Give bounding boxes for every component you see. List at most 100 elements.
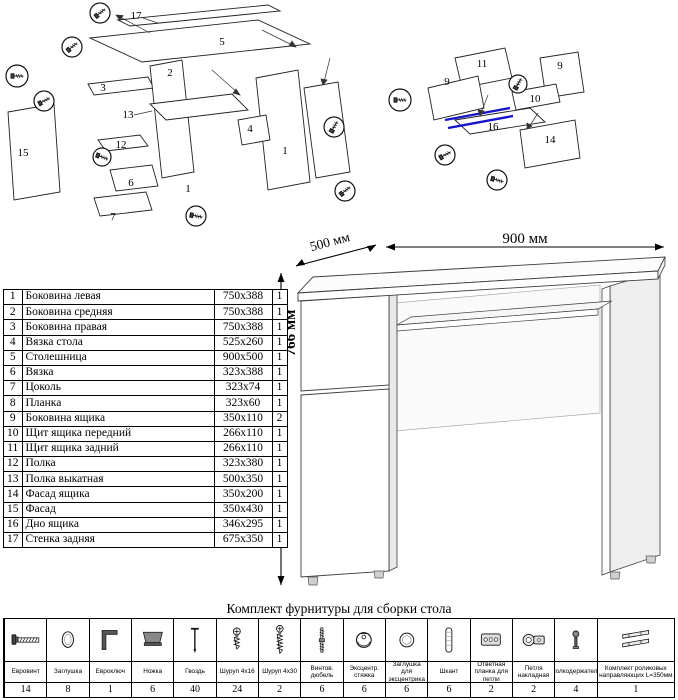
desk-top-side-edge (657, 256, 666, 280)
table-row: 8 Планка 323x60 1 (3, 395, 288, 412)
table-row: 1 Боковина левая 750x388 1 (3, 288, 288, 306)
panel-back-17 (116, 4, 282, 27)
hardware-kit-title: Комплект фурнитуры для сборки стола (226, 601, 452, 616)
part-qty: 1 (271, 486, 288, 503)
part-qty: 1 (271, 304, 288, 321)
desk-right-panel-side (609, 270, 661, 573)
part-label: 2 (167, 67, 173, 79)
panel-slat-3 (87, 76, 155, 96)
part-label: 1 (282, 145, 288, 157)
part-qty: 1 (271, 456, 288, 473)
hardware-item: Полкодержатель 4 (554, 619, 597, 697)
part-name: Боковина левая (21, 288, 215, 306)
part-number: 6 (3, 364, 23, 382)
hex-key-icon (90, 621, 130, 659)
table-row: 4 Вязка стола 525x260 1 (3, 334, 288, 351)
table-row: 2 Боковина средняя 750x388 1 (3, 304, 288, 321)
part-size: 525x260 (213, 334, 273, 351)
hardware-item-name: Эксцентр. стяжка (343, 662, 385, 683)
exploded-view-main: 17 5 3 2 13 12 15 6 7 1 4 1 (5, 2, 356, 227)
part-size: 900x500 (213, 349, 273, 366)
panel-door-15 (7, 103, 61, 201)
part-name: Боковина правая (21, 319, 215, 336)
hardware-detail-callouts (388, 74, 528, 191)
part-name: Цоколь (21, 380, 215, 397)
hardware-item-qty: 1 (107, 684, 113, 695)
part-label: 6 (128, 177, 134, 189)
hardware-item: Заглушка для эксцентрика 6 (384, 619, 428, 697)
parts-table: 1 Боковина левая 750x388 1 2 Боковина ср… (3, 288, 288, 549)
desk-pedestal-side (388, 290, 398, 572)
roller-guide-rails (444, 106, 514, 130)
table-row: 3 Боковина правая 750x388 1 (3, 319, 288, 336)
desk-feet (307, 555, 657, 586)
hardware-item-qty: 6 (404, 684, 410, 695)
part-qty: 1 (271, 364, 288, 382)
part-label: 11 (477, 58, 488, 70)
hardware-item: Комплект роликовых направляющих L=350мм … (596, 619, 675, 697)
desk-door-front (300, 388, 390, 578)
part-size: 500x350 (213, 471, 273, 488)
part-label: 10 (530, 93, 542, 105)
part-label: 14 (545, 134, 557, 146)
panel-tie-6 (109, 164, 159, 192)
hardware-item-name: Ножка (131, 662, 174, 683)
part-label: 17 (131, 10, 143, 22)
hardware-item-qty: 14 (20, 684, 31, 695)
hardware-detail-callouts (5, 2, 356, 227)
part-number: 12 (3, 456, 23, 473)
hardware-item-name: Винтов. дюбель (301, 662, 343, 683)
hardware-item-name: Комплект роликовых направляющих L=350мм (597, 662, 675, 683)
part-qty: 1 (271, 471, 288, 488)
part-number: 10 (3, 425, 23, 442)
part-qty: 1 (271, 349, 288, 366)
part-label: 13 (123, 109, 135, 121)
hardware-item-qty: 6 (446, 684, 452, 695)
wood-dowel-icon (429, 621, 469, 659)
drawer-bottom-16 (454, 107, 546, 135)
depth-label: 500 мм (308, 233, 352, 254)
hardware-item: Евровинт 14 (4, 619, 47, 697)
part-number: 11 (3, 440, 23, 458)
table-row: 12 Полка 323x380 1 (3, 456, 288, 473)
table-row: 16 Дно ящика 346x295 1 (3, 516, 288, 534)
desk-keyboard-tray-edge (396, 308, 599, 332)
part-qty: 1 (271, 319, 288, 336)
hardware-item-qty: 6 (150, 684, 156, 695)
part-size: 266x110 (213, 425, 273, 442)
hardware-item-name: Петля накладная (512, 662, 555, 683)
hardware-item-qty: 8 (65, 684, 71, 695)
parts-table-body: 1 Боковина левая 750x388 1 2 Боковина ср… (3, 288, 288, 549)
part-label: 9 (557, 60, 563, 72)
part-number: 9 (3, 410, 23, 427)
hinge-plate-icon (471, 621, 511, 659)
table-row: 15 Фасад 350x430 1 (3, 501, 288, 518)
dowel-screw-icon (302, 621, 342, 659)
part-label: 16 (488, 121, 500, 133)
table-row: 6 Вязка 323x388 1 (3, 364, 288, 382)
part-size: 323x388 (213, 364, 273, 382)
table-row: 11 Щит ящика задний 266x110 1 (3, 440, 288, 458)
hardware-item-name: Полкодержатель (555, 662, 597, 683)
part-size: 675x350 (213, 531, 273, 549)
table-row: 5 Столешница 900x500 1 (3, 349, 288, 366)
part-number: 8 (3, 395, 23, 412)
part-name: Вязка (21, 364, 215, 382)
hardware-item-qty: 6 (361, 684, 367, 695)
cam-lock-icon (344, 621, 384, 659)
hinge-icon (514, 621, 554, 659)
hardware-item-qty: 2 (488, 684, 494, 695)
part-label: 5 (219, 36, 225, 48)
part-name: Дно ящика (21, 516, 215, 534)
part-size: 323x74 (213, 380, 273, 397)
table-row: 17 Стенка задняя 675x350 1 (3, 531, 288, 549)
part-number: 2 (3, 304, 23, 321)
hardware-item-qty: 2 (277, 684, 283, 695)
part-qty: 1 (271, 516, 288, 534)
part-qty: 1 (271, 425, 288, 442)
drawer-facade-14 (519, 119, 581, 169)
part-size: 346x295 (213, 516, 273, 534)
hardware-item-qty: 2 (531, 684, 537, 695)
part-number: 17 (3, 531, 23, 549)
hardware-item: Петля накладная 2 (511, 619, 555, 697)
